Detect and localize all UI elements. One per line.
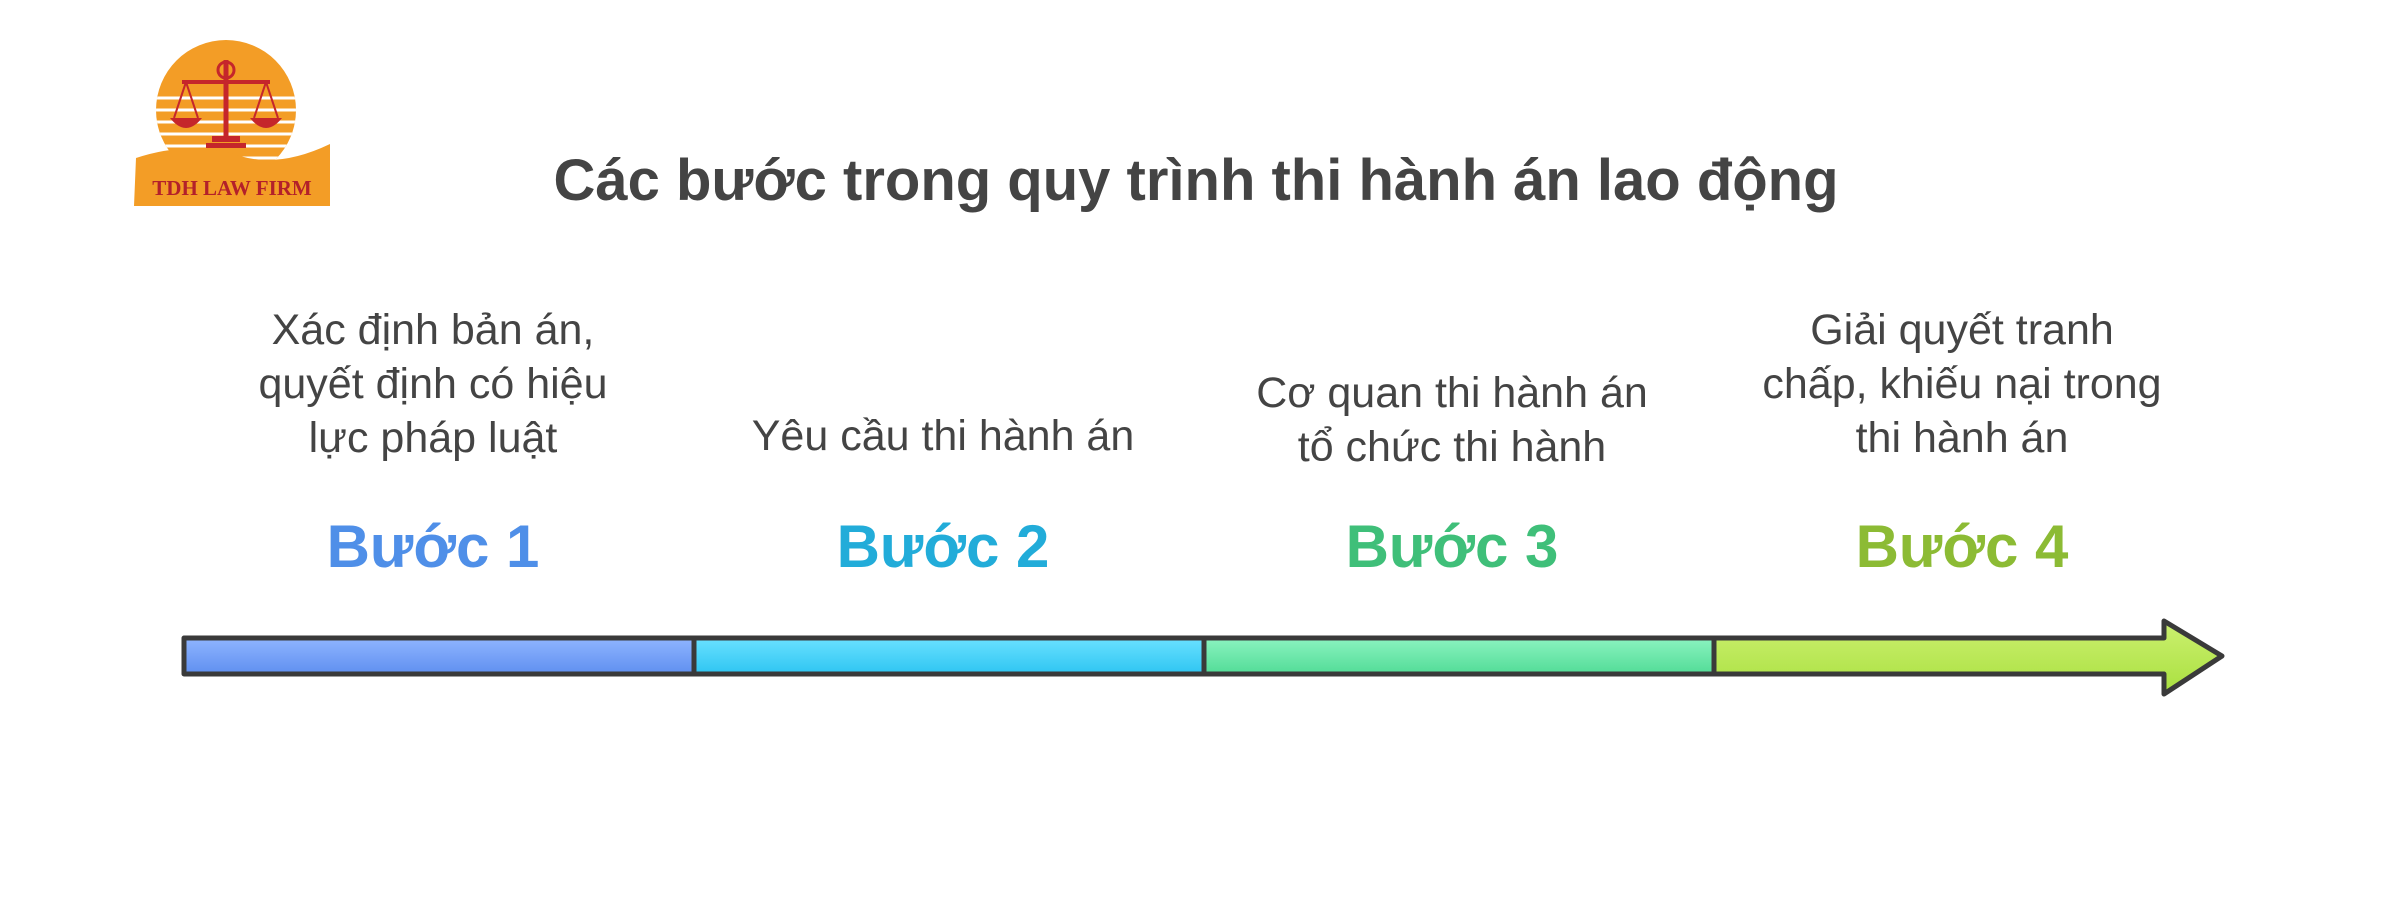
step-1-description: Xác định bản án, quyết định có hiệu lực ph… [203,303,663,465]
step-1-description-line: Xác định bản án, [271,306,595,354]
step-3-label: Bước 3 [1345,513,1559,580]
timeline-segment-4 [1711,618,2225,697]
step-4-label: Bước 4 [1855,513,2069,580]
logo-text: TDH LAW FIRM [152,176,312,200]
step-1-description-line: lực pháp luật [308,414,558,462]
page-title: Các bước trong quy trình thi hành án lao… [553,148,1839,213]
tdh-law-firm-logo: TDH LAW FIRM [134,40,330,206]
step-3-description-line: tổ chức thi hành [1297,423,1607,471]
step-4-description-line: thi hành án [1855,414,2069,462]
step-2-description-line: Yêu cầu thi hành án [751,412,1135,460]
step-2-description: Yêu cầu thi hành án [713,409,1173,463]
step-1-label: Bước 1 [326,513,540,580]
timeline-segment-1 [181,635,697,677]
timeline-segment-2 [691,635,1207,677]
step-3-description-line: Cơ quan thi hành án [1256,369,1648,417]
step-2-label: Bước 2 [836,513,1050,580]
step-3-description: Cơ quan thi hành án tổ chức thi hành [1222,366,1682,474]
step-4-description-line: Giải quyết tranh [1810,306,2114,354]
step-1-description-line: quyết định có hiệu [258,360,608,408]
step-4-description-line: chấp, khiếu nại trong [1762,360,2162,408]
scales-of-justice-icon [170,60,282,148]
timeline-segment-3 [1201,635,1717,677]
step-4-description: Giải quyết tranh chấp, khiếu nại trong thi… [1732,303,2192,465]
